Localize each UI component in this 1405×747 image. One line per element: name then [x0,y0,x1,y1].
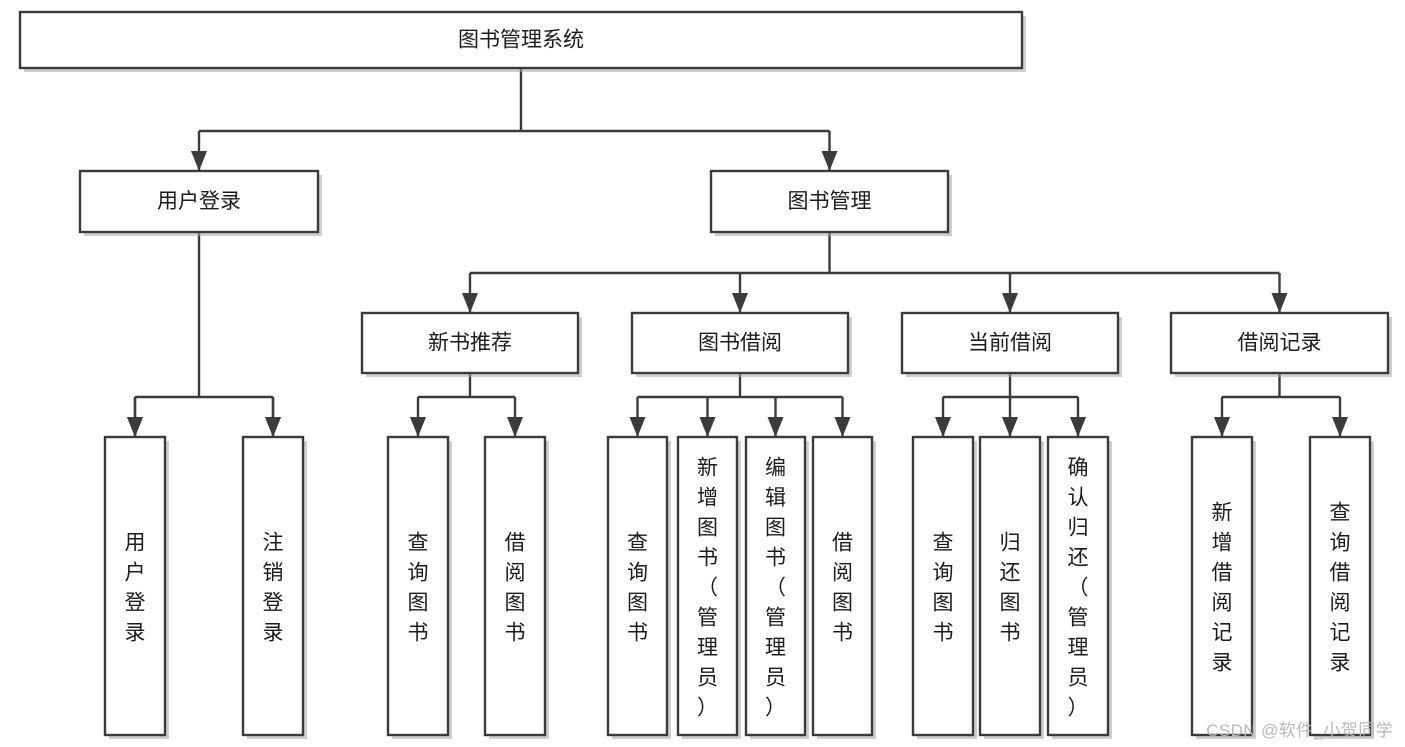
node-leaf-query-book-borrow[interactable]: 查询图书 [606,435,671,739]
node-label: 新书推荐 [428,332,512,355]
arrow-head-icon [834,417,851,437]
edge-group-user-login [127,232,281,437]
node-leaf-return-book[interactable]: 归还图书 [978,435,1044,739]
edge-group-new-book-recommend [410,373,523,437]
node-rect[interactable] [18,10,1024,70]
csdn-watermark: CSDN @软件_小贺同学 [1206,721,1393,740]
node-leaf-logout[interactable]: 注销登录 [241,435,307,739]
node-leaf-user-login[interactable]: 用户登录 [103,435,169,739]
connectors-layer [127,68,1348,437]
edge-group-borrow-record [1214,373,1348,437]
node-rect[interactable] [811,435,874,737]
node-user-login[interactable]: 用户登录 [78,169,322,236]
node-leaf-borrow-book[interactable]: 借阅图书 [811,435,876,739]
node-label: 用户登录 [157,190,241,213]
arrow-head-icon [821,151,838,171]
node-leaf-query-book-recommend[interactable]: 查询图书 [386,435,452,739]
node-label: 借阅图书 [832,531,853,644]
node-label: 新增图书（管理员） [697,456,718,719]
node-label: 查询图书 [627,531,648,644]
arrow-head-icon [1332,417,1348,437]
edge-group-root [191,68,838,171]
arrow-head-icon [410,417,426,437]
node-leaf-query-book-current[interactable]: 查询图书 [911,435,977,739]
node-rect[interactable] [78,169,320,234]
node-rect[interactable] [630,311,850,375]
node-rect[interactable] [900,311,1120,375]
arrow-head-icon [127,417,143,437]
edge-group-current-borrow [935,373,1086,437]
node-book-management[interactable]: 图书管理 [709,169,952,236]
arrow-head-icon [767,417,784,437]
node-label: 查询图书 [933,531,954,644]
node-leaf-borrow-book-recommend[interactable]: 借阅图书 [483,435,549,739]
node-label: 借阅记录 [1238,332,1322,355]
arrow-head-icon [507,417,523,437]
node-label: 查询借阅记录 [1330,501,1351,674]
node-rect[interactable] [483,435,547,737]
arrow-head-icon [732,293,748,313]
node-label: 当前借阅 [968,332,1052,355]
arrow-head-icon [1271,293,1288,313]
nodes-layer: 图书管理系统用户登录图书管理新书推荐图书借阅当前借阅借阅记录用户登录注销登录查询… [18,10,1392,739]
node-rect[interactable] [360,311,580,375]
arrow-head-icon [462,293,478,313]
node-leaf-edit-book-admin[interactable]: 编辑图书（管理员） [744,435,809,739]
edge-group-book-borrow [629,373,851,437]
node-rect[interactable] [911,435,975,737]
node-label: 用户登录 [125,531,146,644]
arrow-head-icon [699,417,716,437]
node-label: 图书管理 [788,190,872,213]
node-label: 归还图书 [1000,531,1021,644]
node-rect[interactable] [978,435,1042,737]
node-rect[interactable] [103,435,167,737]
arrow-head-icon [1070,417,1086,437]
arrow-head-icon [1214,417,1230,437]
arrow-head-icon [1002,417,1018,437]
arrow-head-icon [191,151,207,171]
node-rect[interactable] [386,435,450,737]
node-leaf-confirm-return-admin[interactable]: 确认归还（管理员） [1046,435,1112,739]
node-label: 查询图书 [408,531,429,644]
node-new-book-recommend[interactable]: 新书推荐 [360,311,582,377]
node-label: 注销登录 [263,531,284,644]
node-rect[interactable] [1169,311,1390,375]
node-book-borrow[interactable]: 图书借阅 [630,311,852,377]
node-rect[interactable] [709,169,950,234]
arrow-head-icon [629,417,646,437]
node-rect[interactable] [1308,435,1372,737]
node-leaf-query-borrow-record[interactable]: 查询借阅记录 [1308,435,1374,739]
arrow-head-icon [265,417,281,437]
node-root-图书管理系统[interactable]: 图书管理系统 [18,10,1026,72]
node-label: 新增借阅记录 [1212,501,1233,674]
arrow-head-icon [935,417,951,437]
node-rect[interactable] [606,435,669,737]
node-borrow-record[interactable]: 借阅记录 [1169,311,1392,377]
node-leaf-add-borrow-record[interactable]: 新增借阅记录 [1190,435,1256,739]
edge-group-book-management [462,232,1288,313]
node-rect[interactable] [676,435,739,737]
node-rect[interactable] [241,435,305,737]
node-label: 确认归还（管理员） [1068,456,1089,719]
node-label: 图书借阅 [698,332,782,355]
node-rect[interactable] [1190,435,1254,737]
node-label: 图书管理系统 [458,29,584,52]
node-rect[interactable] [1046,435,1110,737]
node-label: 借阅图书 [505,531,526,644]
arrow-head-icon [1002,293,1018,313]
node-rect[interactable] [744,435,807,737]
node-label: 编辑图书（管理员） [765,456,786,719]
node-current-borrow[interactable]: 当前借阅 [900,311,1122,377]
node-leaf-add-book-admin[interactable]: 新增图书（管理员） [676,435,741,739]
